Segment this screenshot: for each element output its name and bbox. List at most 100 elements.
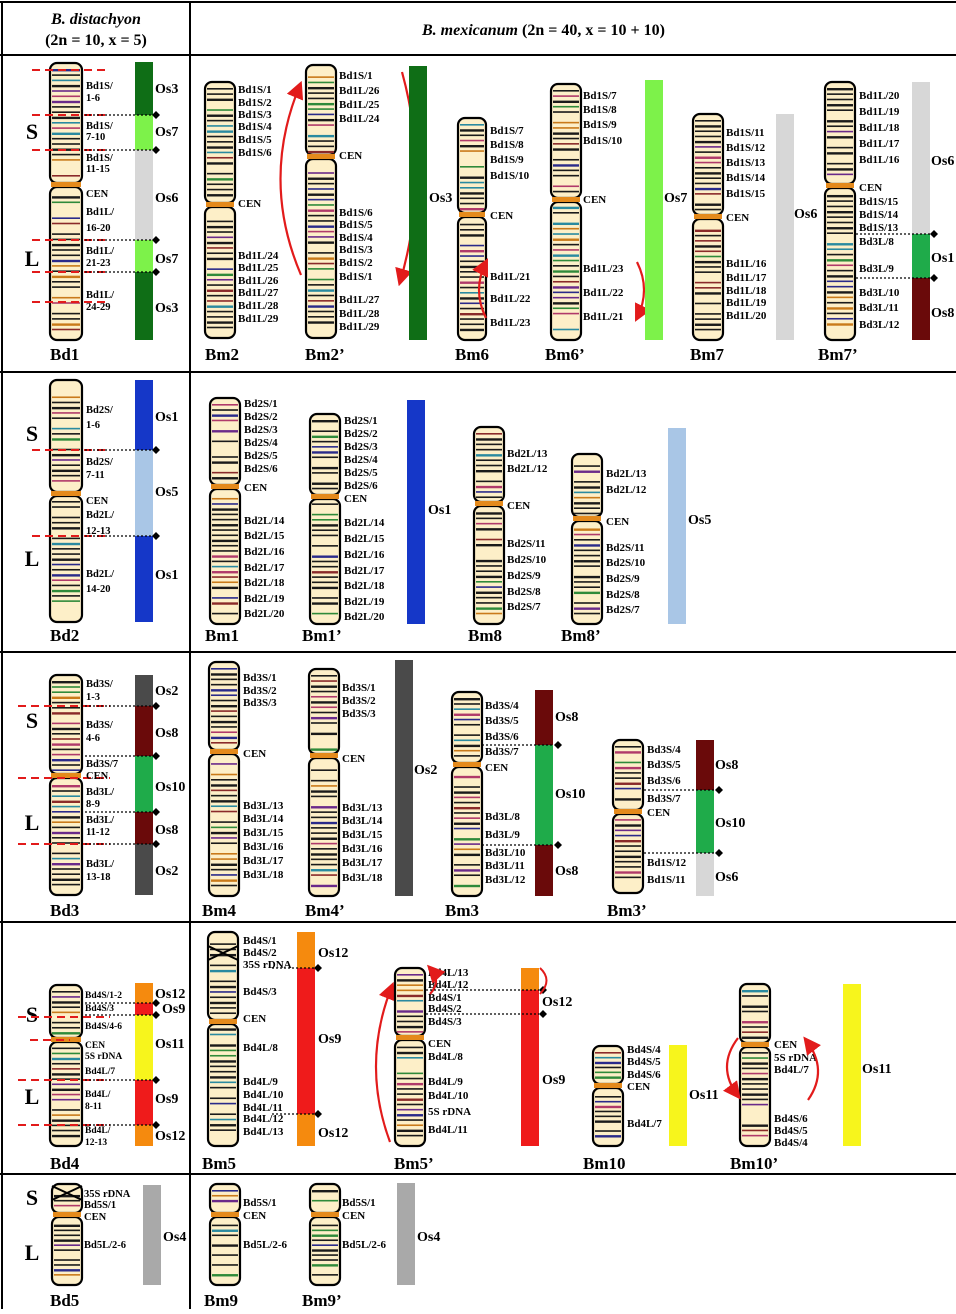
chromosome-band bbox=[742, 1098, 768, 1101]
chromosome-band bbox=[52, 701, 80, 704]
chromosome-band bbox=[454, 708, 480, 710]
band-label: Bd3L/10 bbox=[859, 287, 900, 299]
chromosome-band bbox=[615, 866, 641, 868]
chromosome-band bbox=[52, 153, 80, 156]
chromosome-band bbox=[553, 275, 579, 278]
band-label: Bd1S/1 bbox=[238, 84, 272, 96]
chromosome-band bbox=[553, 307, 579, 310]
chromosome-band bbox=[212, 414, 238, 417]
os-label: Os8 bbox=[555, 710, 578, 725]
centromere bbox=[453, 762, 481, 767]
chromosome-band bbox=[695, 260, 721, 264]
chromosome-band bbox=[308, 268, 334, 270]
chromosome-band bbox=[207, 231, 233, 233]
band-label: Bd2S/11 bbox=[606, 542, 645, 554]
chromosome-band bbox=[210, 1012, 236, 1015]
os-label: Os12 bbox=[318, 946, 348, 961]
chromosome-band bbox=[212, 581, 238, 584]
band-label: Bd4S/6 bbox=[774, 1113, 808, 1125]
chromosome-band bbox=[312, 513, 338, 516]
chromosome-band bbox=[553, 105, 579, 108]
os-segment bbox=[521, 968, 539, 990]
band-label: CEN bbox=[647, 807, 670, 819]
chromosome-band bbox=[211, 810, 237, 813]
chromosome-band bbox=[460, 181, 484, 184]
chromosome-band bbox=[308, 182, 334, 185]
chromosome-band bbox=[52, 1114, 80, 1116]
band-label: 11-12 bbox=[86, 827, 110, 838]
chromosome-band bbox=[397, 1072, 423, 1075]
centromere bbox=[475, 501, 503, 506]
chromosome-short-arm bbox=[208, 1182, 242, 1215]
os-segment bbox=[135, 1125, 153, 1146]
chromosome-band bbox=[460, 176, 484, 179]
centromere bbox=[311, 1212, 339, 1217]
chromosome-band bbox=[460, 255, 484, 257]
chromosome-band bbox=[52, 542, 80, 546]
chromosome-band bbox=[207, 241, 233, 245]
band-label: CEN bbox=[86, 189, 109, 200]
chromosome-band bbox=[454, 853, 480, 857]
chromosome-bd4 bbox=[48, 983, 84, 1148]
chromosome-band bbox=[312, 1229, 338, 1232]
chromosome-band bbox=[211, 805, 237, 808]
chromosome-band bbox=[312, 1254, 338, 1256]
header-right-species: B. mexicanum bbox=[421, 22, 518, 39]
chromosome-band bbox=[827, 216, 853, 218]
chromosome-band bbox=[52, 743, 80, 746]
chromosome-band bbox=[553, 158, 579, 161]
chromosome-band bbox=[52, 863, 80, 866]
chromosome-band bbox=[574, 502, 600, 505]
chromosome-band bbox=[742, 1005, 768, 1008]
chromosome-band bbox=[476, 480, 502, 483]
chromosome-band bbox=[476, 496, 502, 499]
chromosome-band bbox=[312, 446, 338, 448]
chromosome-band bbox=[311, 869, 337, 872]
chromosome-name: Bm10’ bbox=[730, 1154, 778, 1173]
chromosome-band bbox=[210, 1124, 236, 1127]
chromosome-bm4p bbox=[307, 667, 341, 898]
band-label: Bd1L/16 bbox=[726, 258, 767, 270]
chromosome-band bbox=[460, 297, 484, 300]
chromosome-band bbox=[311, 821, 337, 825]
chromosome-band bbox=[827, 317, 853, 320]
chromosome-band bbox=[827, 173, 853, 176]
band-label: Bd1S/6 bbox=[339, 207, 373, 219]
band-label: Bd1S/15 bbox=[859, 196, 899, 208]
band-label: Bd1L/24 bbox=[238, 250, 279, 262]
header-left-species: B. distachyon bbox=[50, 11, 141, 28]
breakpoint-marker bbox=[152, 268, 160, 276]
band-label: 5S rDNA bbox=[774, 1052, 817, 1064]
band-label: Bd2S/6 bbox=[244, 463, 278, 475]
centromere bbox=[573, 516, 601, 521]
chromosome-band bbox=[553, 286, 579, 289]
chromosome-band bbox=[52, 1098, 80, 1101]
chromosome-bm5p bbox=[393, 966, 427, 1148]
chromosome-band bbox=[595, 1105, 621, 1109]
chromosome-band bbox=[574, 575, 600, 579]
chromosome-band bbox=[207, 252, 233, 255]
chromosome-band bbox=[595, 1052, 621, 1054]
os-segment bbox=[135, 240, 153, 272]
chromosome-band bbox=[211, 689, 237, 692]
chromosome-band bbox=[308, 150, 334, 154]
chromosome-band bbox=[742, 1088, 768, 1090]
chromosome-band bbox=[211, 874, 237, 876]
os-segment bbox=[135, 450, 153, 536]
chromosome-band bbox=[52, 275, 80, 279]
chromosome-band bbox=[615, 845, 641, 847]
chromosome-band bbox=[212, 430, 238, 433]
chromosome-band bbox=[52, 249, 80, 251]
centromere bbox=[396, 1035, 424, 1040]
chromosome-band bbox=[308, 300, 334, 302]
chromosome-band bbox=[595, 1071, 621, 1074]
chromosome-band bbox=[211, 863, 237, 866]
chromosome-band bbox=[397, 1020, 423, 1023]
arm-label: L bbox=[25, 546, 40, 571]
chromosome-band bbox=[695, 151, 721, 153]
chromosome-band bbox=[212, 539, 238, 543]
band-label: CEN bbox=[774, 1039, 797, 1051]
chromosome-band bbox=[212, 565, 238, 568]
chromosome-band bbox=[695, 266, 721, 268]
chromosome-band bbox=[308, 81, 334, 84]
